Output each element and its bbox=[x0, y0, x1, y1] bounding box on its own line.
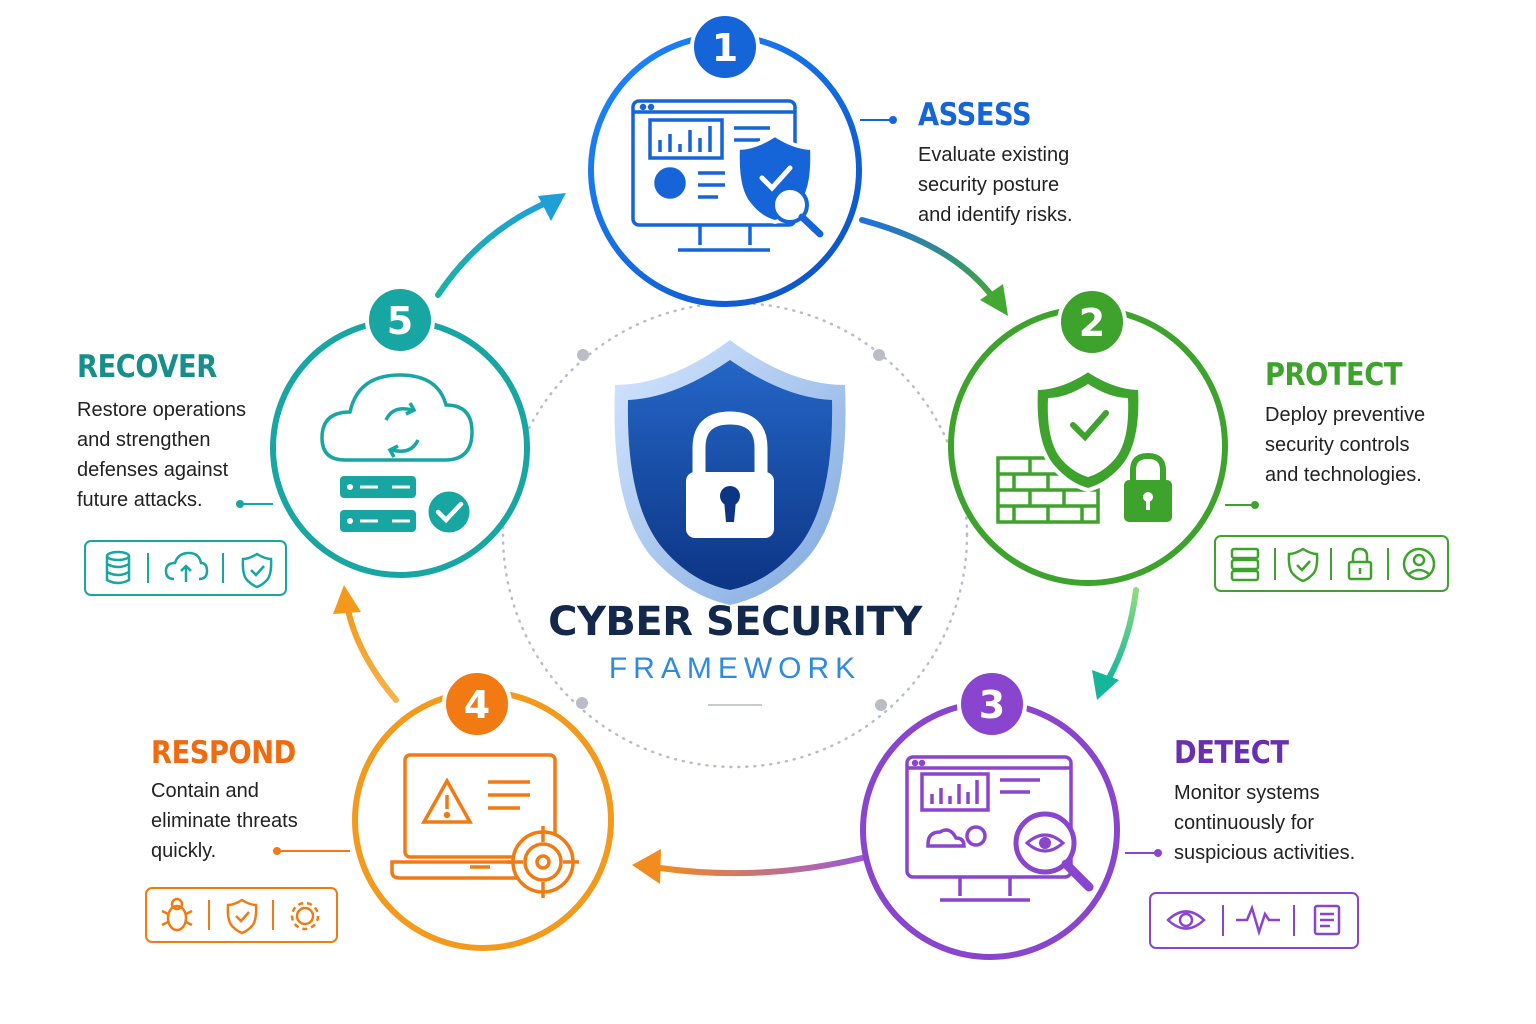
arrow-respond-to-recover-icon bbox=[333, 585, 399, 703]
protect-tool-bar bbox=[1214, 535, 1449, 592]
desc-line: defenses against bbox=[77, 459, 229, 481]
step-desc-recover: Restore operations and strengthen defens… bbox=[77, 395, 246, 515]
step-number-5: 5 bbox=[387, 299, 413, 343]
step-number-badge bbox=[957, 669, 1027, 739]
lock-icon bbox=[1347, 547, 1373, 581]
desc-line: and strengthen bbox=[77, 429, 211, 451]
desc-line: security posture bbox=[918, 174, 1060, 196]
step-number-2: 2 bbox=[1079, 301, 1105, 345]
desc-line: suspicious activities. bbox=[1174, 842, 1356, 864]
step-number-badge bbox=[1057, 287, 1127, 357]
desc-line: quickly. bbox=[151, 840, 217, 862]
desc-line: and identify risks. bbox=[918, 204, 1073, 226]
step-number-1: 1 bbox=[712, 26, 738, 70]
eye-magnifier-icon bbox=[1013, 811, 1094, 892]
desc-line: continuously for bbox=[1174, 812, 1315, 834]
step-desc-detect: Monitor systems continuously for suspici… bbox=[1174, 778, 1355, 868]
arrow-recover-to-assess-icon bbox=[435, 193, 566, 298]
recover-tool-bar bbox=[84, 540, 287, 596]
arrow-protect-to-detect-icon bbox=[1092, 587, 1139, 700]
step-detect bbox=[860, 669, 1359, 960]
laptop-alert-target-icon bbox=[390, 753, 570, 880]
shield-check-icon bbox=[1287, 547, 1319, 583]
pulse-icon bbox=[1236, 904, 1280, 937]
gear-icon bbox=[290, 901, 320, 931]
cloud-upload-icon bbox=[164, 551, 209, 582]
step-assess bbox=[588, 12, 897, 307]
step-number-3: 3 bbox=[979, 683, 1005, 727]
desc-line: Monitor systems bbox=[1174, 782, 1320, 804]
user-icon bbox=[1402, 547, 1436, 581]
desc-line: security controls bbox=[1265, 434, 1410, 456]
log-icon bbox=[1313, 904, 1341, 936]
step-number-badge bbox=[442, 669, 512, 739]
desc-line: future attacks. bbox=[77, 489, 203, 511]
cloud-sync-servers-icon bbox=[320, 373, 474, 462]
shield-firewall-lock-icon bbox=[996, 367, 1172, 524]
step-title-detect: DETECT bbox=[1174, 735, 1289, 771]
step-desc-assess: Evaluate existing security posture and i… bbox=[918, 140, 1073, 230]
step-title-assess: ASSESS bbox=[918, 97, 1032, 133]
monitor-with-eye-magnifier-icon bbox=[905, 755, 1073, 902]
target-icon bbox=[507, 826, 579, 898]
shield-check-icon bbox=[241, 552, 273, 589]
arrow-assess-to-protect-icon bbox=[859, 217, 1008, 316]
step-respond bbox=[145, 669, 614, 951]
framework-subtitle: FRAMEWORK bbox=[608, 652, 862, 685]
cycle-arrows bbox=[333, 193, 1139, 884]
center-dotted-ring bbox=[501, 301, 969, 769]
step-protect bbox=[948, 287, 1449, 592]
server-stack-icon bbox=[340, 476, 473, 536]
eye-icon bbox=[1166, 910, 1206, 930]
bug-icon bbox=[161, 897, 193, 932]
monitor-with-shield-magnifier-icon bbox=[631, 99, 797, 252]
step-title-respond: RESPOND bbox=[151, 735, 296, 771]
center-shield-lock-icon bbox=[614, 340, 846, 605]
step-number-4: 4 bbox=[464, 683, 490, 727]
step-recover bbox=[84, 285, 530, 596]
desc-line: Restore operations bbox=[77, 399, 246, 421]
respond-tool-bar bbox=[145, 887, 338, 943]
step-title-recover: RECOVER bbox=[77, 349, 217, 385]
desc-line: Evaluate existing bbox=[918, 144, 1070, 166]
desc-line: and technologies. bbox=[1265, 464, 1422, 486]
shield-check-magnifier-icon bbox=[735, 132, 824, 238]
server-icon bbox=[1230, 547, 1260, 582]
arrow-detect-to-respond-icon bbox=[632, 849, 865, 884]
detect-tool-bar bbox=[1149, 892, 1359, 949]
step-desc-protect: Deploy preventive security controls and … bbox=[1265, 400, 1425, 490]
desc-line: Deploy preventive bbox=[1265, 404, 1426, 426]
database-icon bbox=[105, 550, 131, 585]
desc-line: eliminate threats bbox=[151, 810, 298, 832]
framework-title: CYBER SECURITY bbox=[548, 599, 922, 645]
desc-line: Contain and bbox=[151, 780, 259, 802]
step-number-badge bbox=[690, 12, 760, 82]
step-title-protect: PROTECT bbox=[1265, 357, 1402, 393]
shield-check-icon bbox=[226, 898, 258, 935]
step-number-badge bbox=[365, 285, 435, 355]
step-desc-respond: Contain and eliminate threats quickly. bbox=[151, 776, 298, 866]
